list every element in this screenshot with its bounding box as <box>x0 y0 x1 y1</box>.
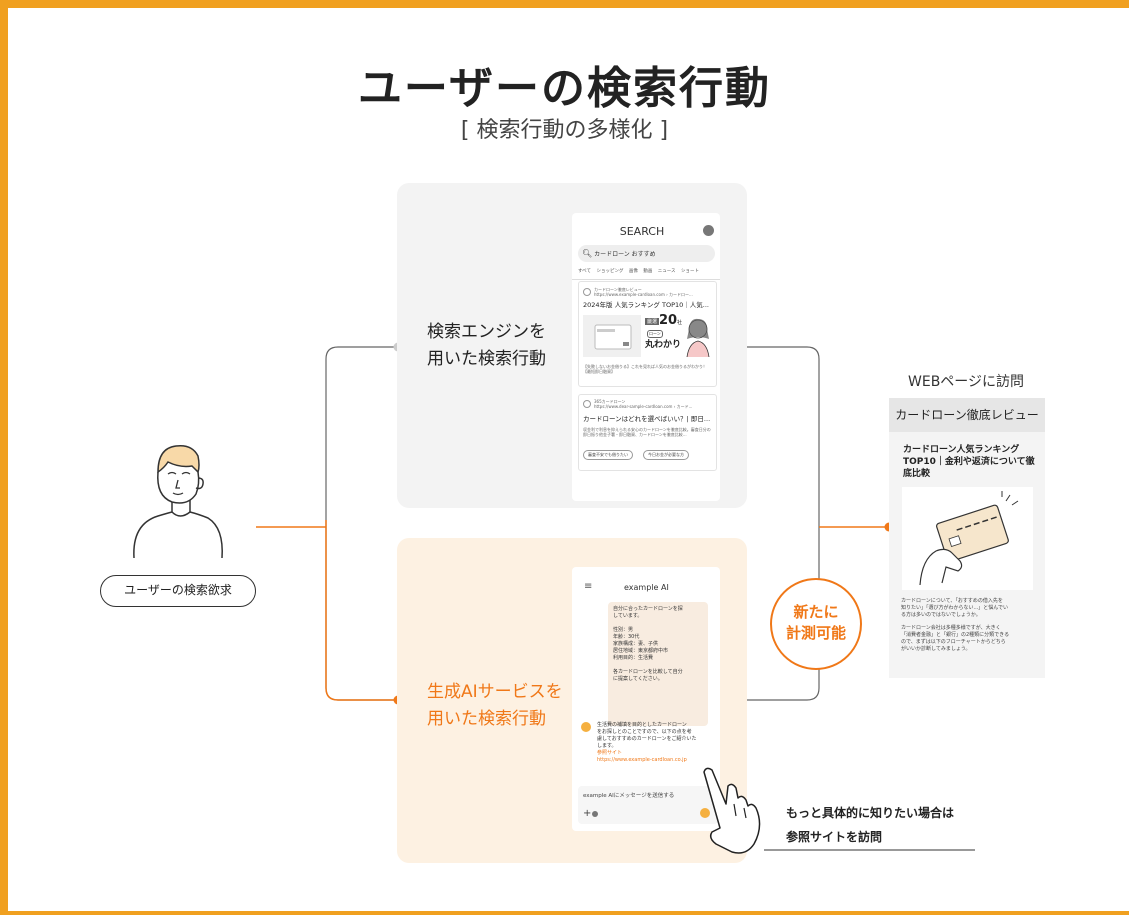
web-article-heading: カードローン人気ランキング TOP10｜金利や返済について徹 底比較 <box>903 444 1035 480</box>
user-msg-line: しています。 <box>613 613 643 619</box>
ai-chat-title: example AI <box>624 583 669 592</box>
web-visit-label: WEBページに訪問 <box>908 374 1025 390</box>
search-route-label-line2: 用いた検索行動 <box>427 349 546 369</box>
suggest-chip-2[interactable]: 今日お金が必要な方 <box>643 450 689 460</box>
hamburger-menu-icon[interactable]: ≡ <box>584 581 593 592</box>
user-desire-pill: ユーザーの検索欲求 <box>100 575 256 607</box>
page-subtitle: [ 検索行動の多様化 ] <box>460 118 669 143</box>
search-icon: 🔍︎ <box>582 249 593 258</box>
result-url: https://www.example-cardloan.com › カードロー… <box>594 292 693 297</box>
ai-reply-line: をお探しとのことですので、以下の点を考 <box>597 729 692 735</box>
user-person-icon <box>133 444 223 559</box>
tab-shorts[interactable]: ショート <box>680 269 699 274</box>
tab-all[interactable]: すべて <box>578 269 592 274</box>
web-article-body: カードローンについて、「おすすめの借入先を 知りたい」「選び方がわからない...… <box>901 598 1037 653</box>
visit-reference-note: もっと具体的に知りたい場合は 参照サイトを訪問 <box>786 801 954 849</box>
page-title: ユーザーの検索行動 <box>357 63 772 114</box>
heading-line: カードローン人気ランキング <box>903 445 1020 455</box>
measurable-badge: 新たに 計測可能 <box>770 578 862 670</box>
promo-unit: 社 <box>677 320 683 326</box>
ai-avatar-icon <box>581 722 591 732</box>
heading-line: TOP10｜金利や返済について徹 <box>903 457 1035 467</box>
heading-line: 底比較 <box>903 469 931 479</box>
woman-illustration-icon <box>686 318 710 357</box>
ai-route-label-line2: 用いた検索行動 <box>427 709 546 729</box>
user-msg-line: 家族構成：妻、子供 <box>613 641 659 647</box>
user-msg-line: 年齢：30代 <box>613 634 640 640</box>
body-line: がいいか診断してみましょう。 <box>901 646 971 652</box>
suggest-chip-1[interactable]: 審査不安でも借りたい <box>583 450 633 460</box>
ai-reply-text: 生活費の補填を目的としたカードローン をお探しとのことですので、以下の点を考 慮… <box>597 722 717 764</box>
globe-icon[interactable] <box>592 811 598 817</box>
tab-images[interactable]: 画像 <box>628 269 638 274</box>
result-site: カードローン徹底レビュー <box>594 287 642 292</box>
avatar <box>703 225 714 236</box>
user-msg-line: 各カードローンを比較して自分 <box>613 669 683 675</box>
ai-route-label: 生成AIサービスを 用いた検索行動 <box>427 679 563 733</box>
promo-banner: 厳選 20 社 ローン 丸わかり <box>645 313 711 357</box>
user-message-text: 自分に合ったカードローンを探 しています。 性別：男 年齢：30代 家族構成：妻… <box>608 602 708 687</box>
result-snippet: 【失敗しないお金借りる】これを見れば人気のお金借りるがわかり！【最短即日融資】 <box>583 364 707 374</box>
result-title[interactable]: カードローンはどれを選べばいい？| 即日... <box>583 415 711 423</box>
hand-holding-card-icon <box>919 491 1019 586</box>
promo-bottom: 丸わかり <box>645 340 682 350</box>
send-icon[interactable] <box>700 808 710 818</box>
search-tabs: すべて ショッピング 画像 動画 ニュース ショート <box>578 268 718 274</box>
result-site: 365カードローン <box>594 399 626 404</box>
user-msg-line: 自分に合ったカードローンを探 <box>613 606 683 612</box>
body-line: カードローン会社は多種多様ですが、大きく <box>901 625 1001 631</box>
note-line1: もっと具体的に知りたい場合は <box>786 806 955 820</box>
credit-card-icon <box>594 324 632 350</box>
ai-reply-line: します。 <box>597 743 617 749</box>
promo-badge-top: 厳選 <box>645 318 660 325</box>
search-result-1[interactable]: カードローン徹底レビュー https://www.example-cardloa… <box>578 281 717 387</box>
body-line: カードローンについて、「おすすめの借入先を <box>901 598 1003 604</box>
body-line: る方は多いのではないでしょうか。 <box>901 612 981 618</box>
search-route-label-line1: 検索エンジンを <box>427 322 546 342</box>
result-title[interactable]: 2024年版 人気ランキング TOP10｜人気... <box>583 301 709 309</box>
result-snippet: 収金利で利息を抑えられる安心のカードローンを徹底比較。審査日分の即日振り他金子署… <box>583 427 711 437</box>
divider <box>572 279 720 280</box>
search-input[interactable]: 🔍︎ カードローン おすすめ <box>578 245 715 262</box>
web-site-header: カードローン徹底レビュー <box>889 398 1045 432</box>
card-illustration <box>583 315 641 357</box>
reference-link[interactable]: https://www.example-cardloan.co.jp <box>597 757 687 763</box>
web-article-image <box>902 487 1033 590</box>
promo-sub: ローン <box>647 330 663 338</box>
ai-route-label-line1: 生成AIサービスを <box>427 682 563 702</box>
tab-videos[interactable]: 動画 <box>643 269 653 274</box>
result-url: https://www.dear-sample-cardloan.com › カ… <box>594 404 693 409</box>
user-msg-line: 利用目的：生活費 <box>613 655 654 661</box>
search-mock-title: SEARCH <box>619 225 665 238</box>
site-favicon-icon <box>583 288 591 296</box>
user-msg-line: 居住地域：東京都府中市 <box>613 648 669 654</box>
hand-pointer-icon <box>703 767 761 854</box>
body-line: 知りたい」「選び方がわからない...」と悩んでい <box>901 605 1009 611</box>
ai-input-placeholder: example AIにメッセージを送信する <box>583 793 675 799</box>
body-line: ので、まずは以下のフローチャートからどちら <box>901 639 1006 645</box>
user-msg-line: 性別：男 <box>613 627 634 633</box>
tab-shopping[interactable]: ショッピング <box>596 269 624 274</box>
ai-message-input[interactable]: example AIにメッセージを送信する + <box>578 786 718 824</box>
site-favicon-icon <box>583 400 591 408</box>
add-icon[interactable]: + <box>583 808 592 819</box>
measurable-badge-line1: 新たに <box>793 603 839 621</box>
body-line: 「消費者金融」と「銀行」の2種類に分類できる <box>901 632 1010 638</box>
note-line2: 参照サイトを訪問 <box>786 830 883 844</box>
measurable-badge-line2: 計測可能 <box>785 624 846 642</box>
search-result-2[interactable]: 365カードローン https://www.dear-sample-cardlo… <box>578 394 717 471</box>
search-route-label: 検索エンジンを 用いた検索行動 <box>427 319 546 373</box>
ai-reply-line: 慮しておすすめのカードローンをご紹介いた <box>597 736 697 742</box>
user-msg-line: に提案してください。 <box>613 676 663 682</box>
ai-reply-line: 生活費の補填を目的としたカードローン <box>597 722 687 728</box>
user-message-bubble: 自分に合ったカードローンを探 しています。 性別：男 年齢：30代 家族構成：妻… <box>608 602 708 726</box>
promo-number: 20 <box>659 313 678 328</box>
tab-news[interactable]: ニュース <box>657 269 676 274</box>
reference-label: 参照サイト <box>597 750 623 756</box>
search-query: カードローン おすすめ <box>594 251 656 258</box>
